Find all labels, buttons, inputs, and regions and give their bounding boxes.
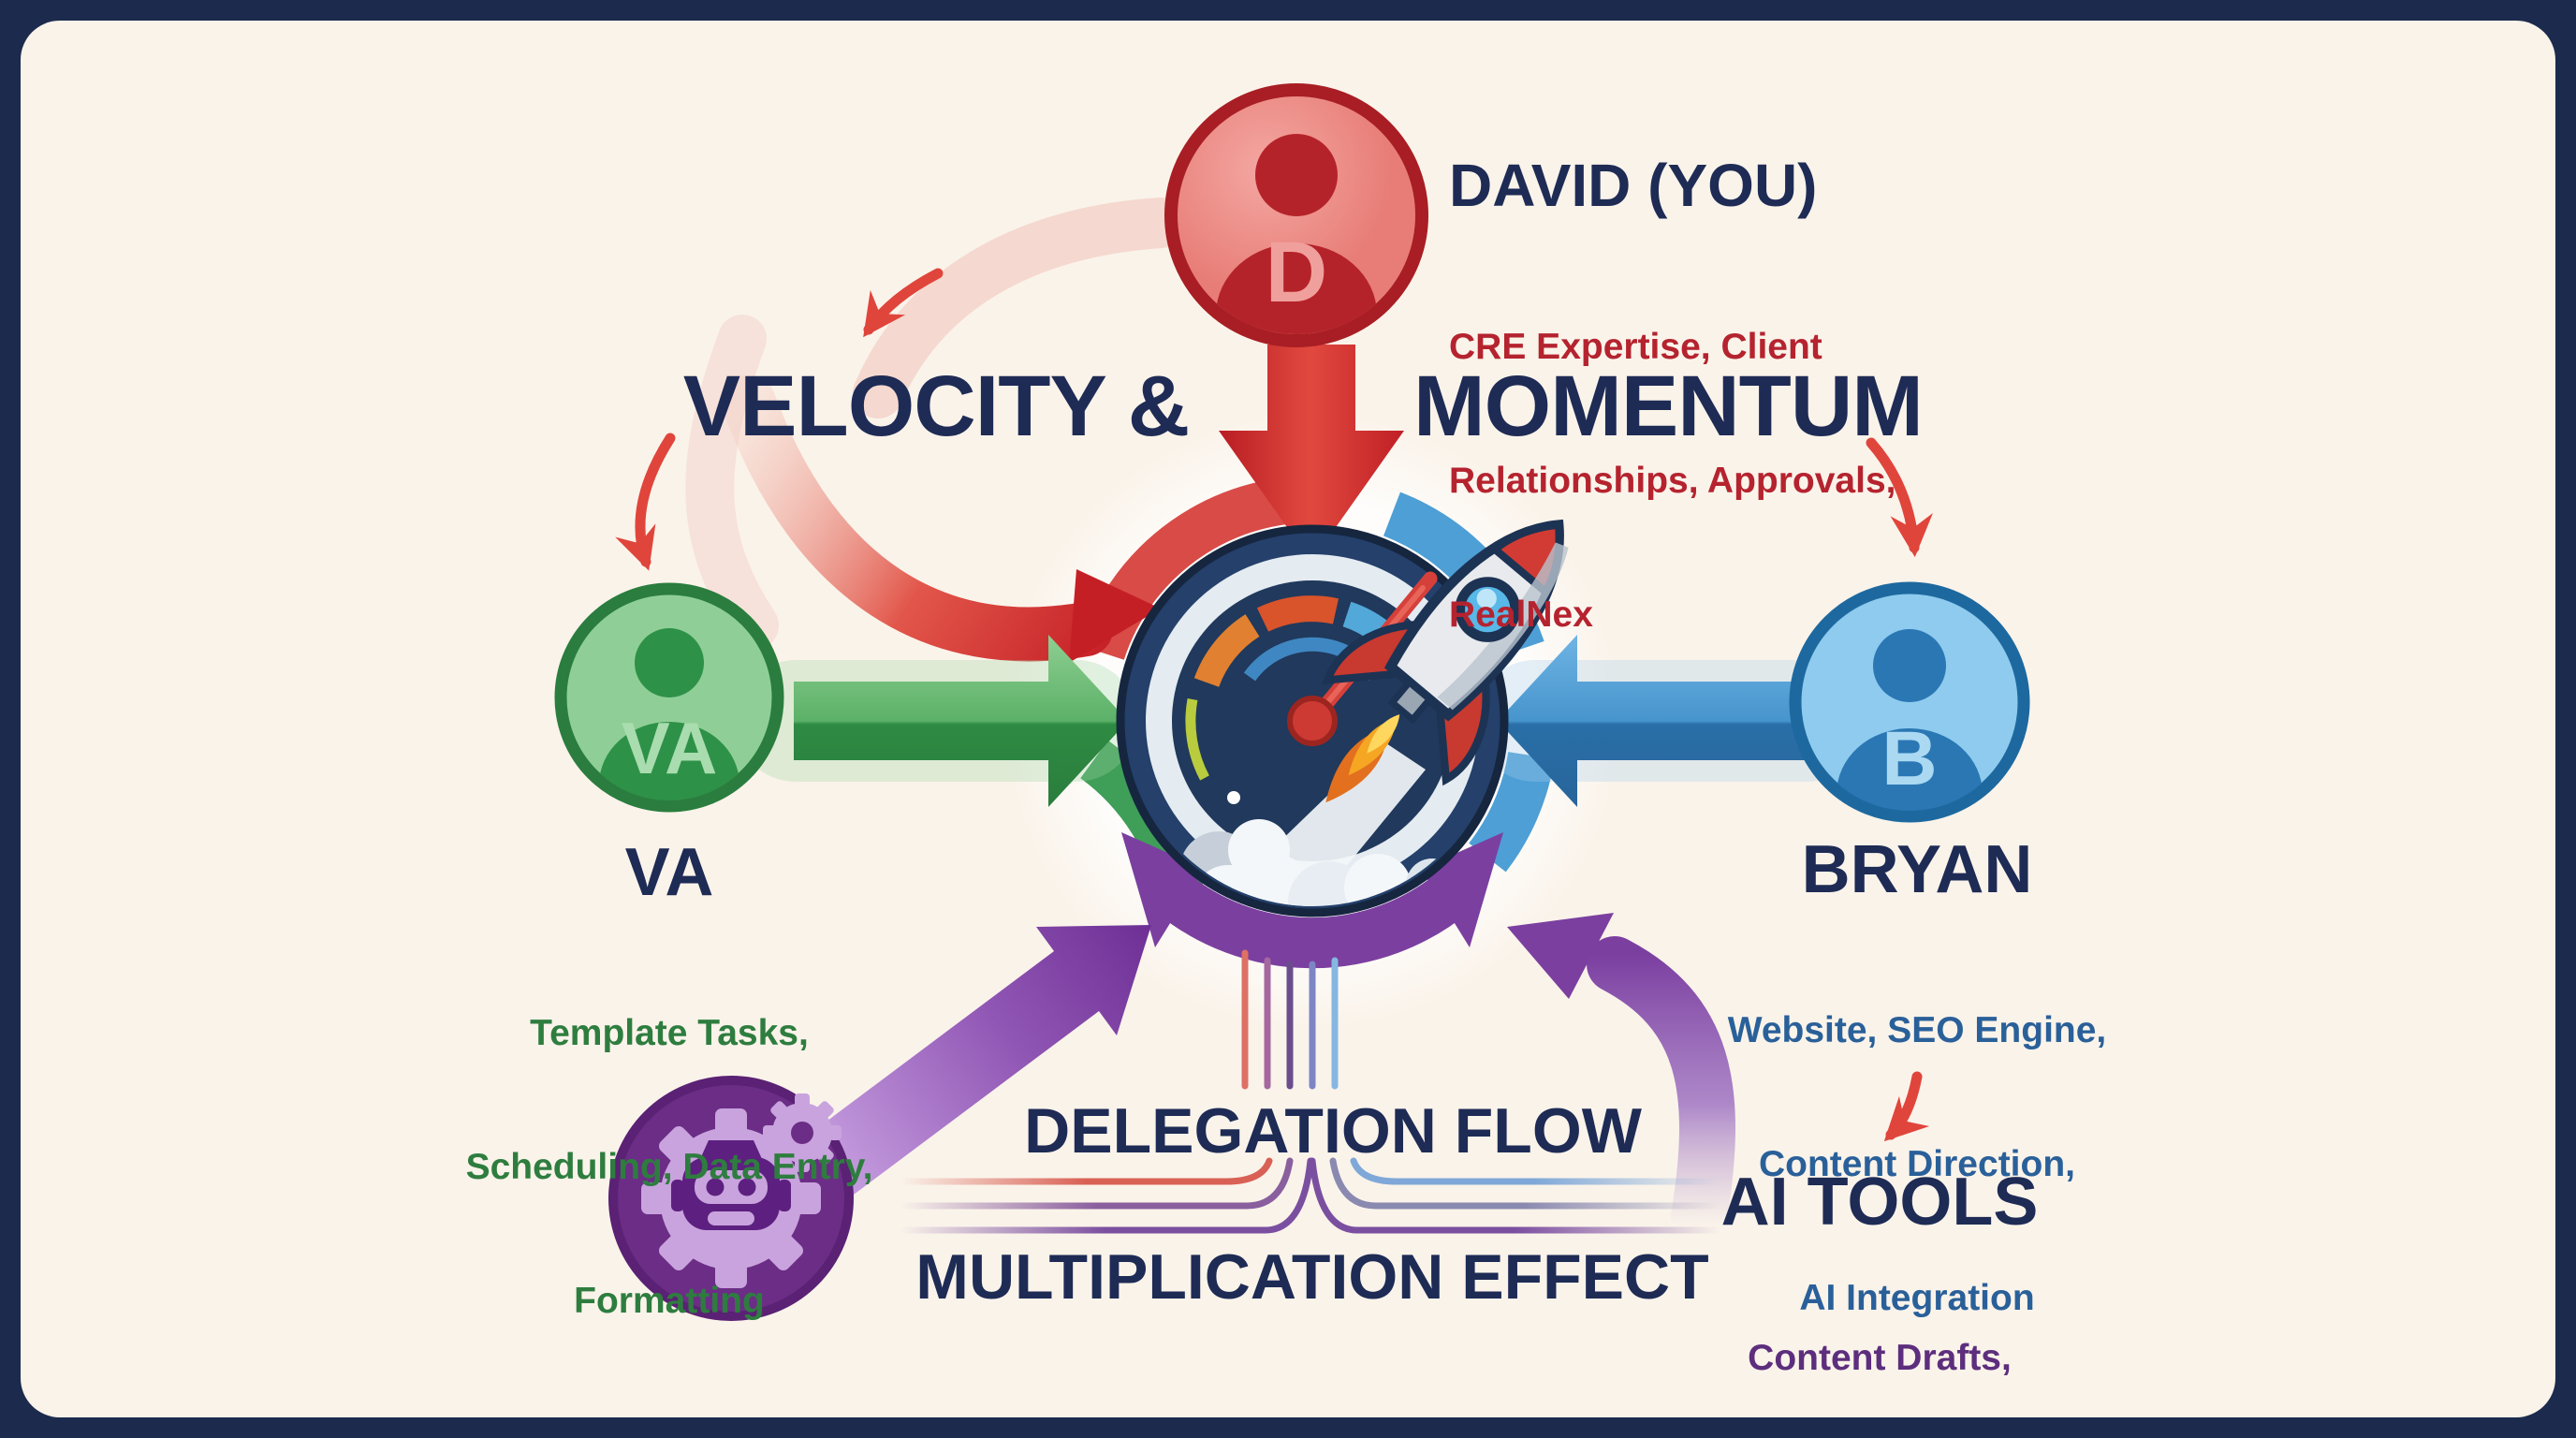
va-avatar person-icon: VA [554, 582, 784, 813]
arrow-va-green [735, 635, 1137, 807]
david-initial: D [1266, 225, 1327, 320]
multiplication-fan-curves [897, 1157, 1724, 1234]
ai-tools-roles: Content Drafts, Graphics, Email Sequence… [1748, 1338, 2012, 1379]
title-velocity: VELOCITY & [682, 359, 1190, 454]
red-pointer-arrows [615, 268, 1933, 1142]
faint-swoosh-decor [685, 198, 1186, 650]
ai-tools-avatar robot-gear-icon [608, 1076, 854, 1321]
bryan-initial: B [1881, 716, 1937, 801]
david-avatar person-icon: D [1164, 83, 1428, 347]
bryan-name: BRYAN [1801, 832, 2033, 907]
va-name: VA [624, 835, 714, 910]
va-initial: VA [622, 707, 718, 789]
bryan-roles: Website, SEO Engine, Content Direction, … [1727, 1010, 2107, 1318]
va-roles: Template Tasks, Scheduling, Data Entry, … [465, 1013, 873, 1321]
arrow-red-swoosh [722, 375, 1161, 663]
delegation-flow-label: DELEGATION FLOW [1024, 1095, 1642, 1167]
david-roles: CRE Expertise, Client Relationships, App… [1449, 327, 1896, 635]
david-name: DAVID (YOU) [1449, 152, 1818, 219]
rocket-speedometer-icon [1116, 519, 1569, 917]
delegation-fan-lines [1241, 949, 1339, 1090]
arrow-ai-purple [801, 925, 1151, 1200]
arrow-david-down [1219, 345, 1404, 562]
arrow-bryan-blue [1474, 635, 1867, 807]
ai-tools-name: AI TOOLS [1720, 1165, 2039, 1240]
bryan-avatar person-icon: B [1789, 581, 2030, 823]
arrow-right-purple-curve [1507, 913, 1735, 1245]
multiplication-effect-label: MULTIPLICATION EFFECT [915, 1241, 1709, 1313]
title-momentum: MOMENTUM [1413, 359, 1924, 454]
